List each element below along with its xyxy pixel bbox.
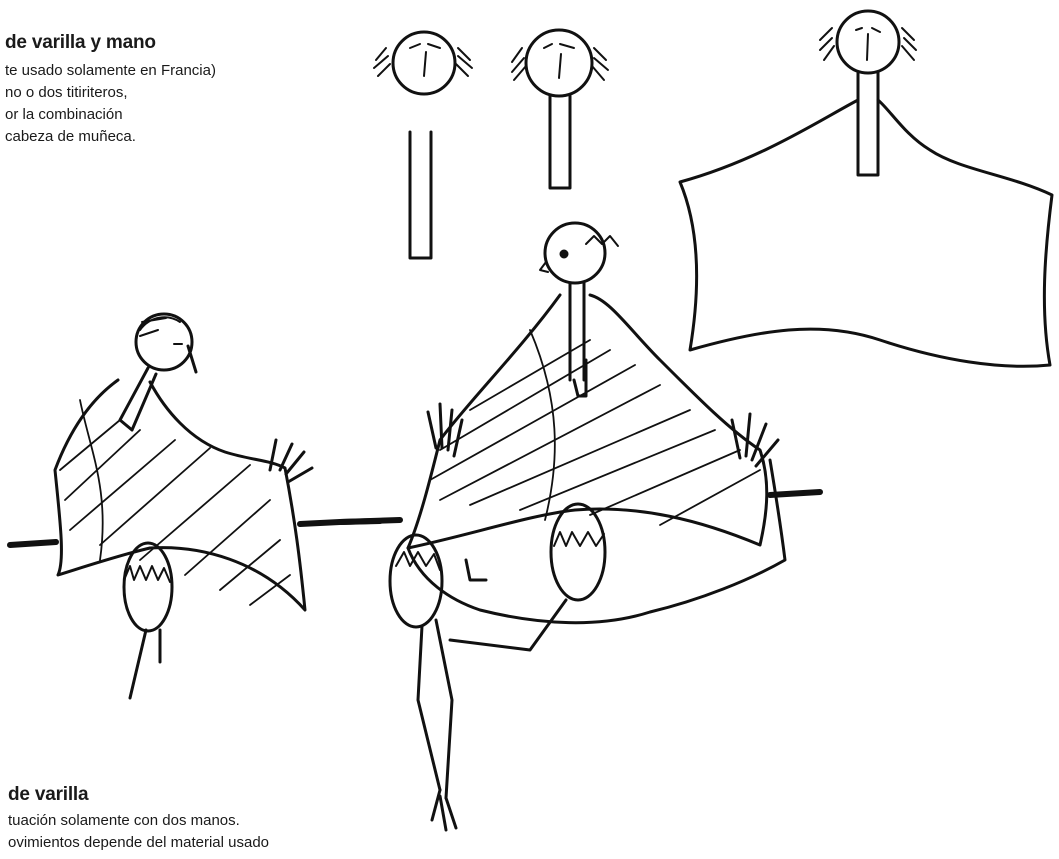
rod-puppet-head-1 [374, 32, 472, 258]
center-puppet-scene [340, 223, 820, 830]
rod-puppet-head-2 [512, 30, 608, 188]
cloth-puppet [680, 11, 1052, 366]
left-puppet-scene [10, 314, 380, 698]
